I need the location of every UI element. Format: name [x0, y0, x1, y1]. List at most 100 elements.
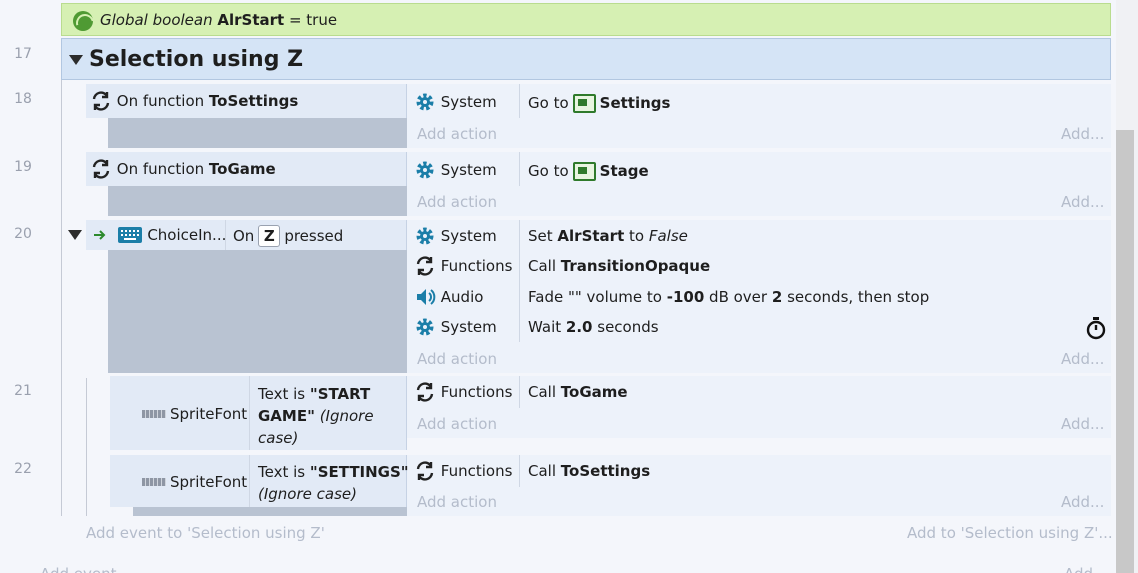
function-name: ToGame: [560, 383, 628, 401]
compare-value: "START: [309, 385, 371, 403]
action-object-functions[interactable]: Functions: [414, 377, 512, 407]
spritefont-icon: [142, 478, 166, 486]
column-divider: [249, 455, 250, 507]
line-number: 19: [14, 159, 32, 175]
action-object-functions[interactable]: Functions: [414, 251, 512, 281]
condition-key-pressed[interactable]: ChoiceIn...: [93, 220, 226, 250]
condition-text-compare[interactable]: Text is "SETTINGS" (Ignore case): [258, 461, 409, 505]
column-divider: [249, 376, 250, 450]
action-text: dB over: [709, 288, 768, 306]
column-divider: [519, 152, 520, 186]
add-event-link[interactable]: Add event: [40, 565, 117, 573]
compare-value: GAME": [258, 407, 315, 425]
condition-prefix: On function: [116, 160, 205, 178]
column-divider: [519, 220, 520, 342]
condition-object-spritefont[interactable]: SpriteFont: [142, 467, 247, 497]
variable-name: AlrStart: [557, 227, 625, 245]
action-object-system[interactable]: System: [414, 312, 497, 342]
event-actions-panel: [407, 152, 1111, 216]
speaker-icon: [417, 289, 436, 305]
add-more-link[interactable]: Add...: [1061, 415, 1105, 433]
layout-icon: [572, 161, 596, 181]
action-object-name: System: [440, 93, 497, 111]
condition-on-function[interactable]: On function ToSettings: [90, 86, 298, 116]
condition-object-name: ChoiceIn...: [147, 226, 227, 244]
condition-pressed: pressed: [284, 227, 344, 245]
action-object-system[interactable]: System: [414, 221, 497, 251]
group-title: Selection using Z: [89, 46, 304, 72]
event-condition-block[interactable]: [86, 152, 407, 186]
gear-icon: [416, 227, 434, 245]
group-guide-line: [61, 80, 62, 516]
volume-value: -100: [666, 288, 705, 306]
condition-on-function[interactable]: On function ToGame: [90, 154, 276, 184]
add-action-link[interactable]: Add action: [417, 193, 497, 211]
function-loop-icon: [92, 91, 110, 111]
condition-text-compare[interactable]: Text is "START GAME" (Ignore case): [258, 383, 374, 449]
action-object-name: Functions: [440, 462, 513, 480]
add-to-group-link[interactable]: Add to 'Selection using Z'...: [907, 524, 1113, 542]
action-object-name: Functions: [440, 257, 513, 275]
action-text: Set: [528, 227, 553, 245]
add-more-link[interactable]: Add...: [1061, 125, 1105, 143]
group-header[interactable]: Selection using Z: [61, 38, 1111, 80]
collapse-triangle-icon[interactable]: [68, 230, 82, 240]
action-call-function[interactable]: Call TransitionOpaque: [528, 251, 710, 281]
action-object-audio[interactable]: Audio: [414, 282, 483, 312]
trigger-arrow-icon: [94, 230, 106, 240]
event-actions-panel: [407, 84, 1111, 148]
condition-object-name: SpriteFont: [170, 473, 248, 491]
wait-value: 2.0: [565, 318, 593, 336]
condition-option: case): [258, 429, 299, 447]
duration-value: 2: [771, 288, 783, 306]
gear-icon: [416, 93, 434, 111]
action-call-function[interactable]: Call ToGame: [528, 377, 628, 407]
condition-option: (Ignore: [319, 407, 374, 425]
action-object-name: System: [440, 161, 497, 179]
event-condition-block[interactable]: [86, 84, 407, 118]
add-action-link[interactable]: Add action: [417, 350, 497, 368]
add-action-link[interactable]: Add action: [417, 125, 497, 143]
global-variable-row[interactable]: Global boolean AlrStart = true: [61, 3, 1111, 36]
global-variable-value: = true: [288, 10, 338, 29]
action-object-name: Functions: [440, 383, 513, 401]
add-action-link[interactable]: Add action: [417, 415, 497, 433]
compare-value: "SETTINGS": [309, 463, 409, 481]
action-text: seconds: [597, 318, 659, 336]
action-call-function[interactable]: Call ToSettings: [528, 456, 650, 486]
column-divider: [519, 84, 520, 118]
condition-object-spritefont[interactable]: SpriteFont: [142, 399, 247, 429]
scrollbar-thumb[interactable]: [1116, 130, 1134, 573]
variable-value: False: [648, 227, 688, 245]
spritefont-icon: [142, 410, 166, 418]
action-text: Call: [528, 383, 557, 401]
global-variable-name: AlrStart: [217, 10, 285, 29]
column-divider: [519, 455, 520, 487]
add-action-link[interactable]: Add action: [417, 493, 497, 511]
action-object-system[interactable]: System: [414, 87, 497, 117]
function-name: ToGame: [208, 160, 276, 178]
add-more-link[interactable]: Add...: [1061, 193, 1105, 211]
action-object-name: Audio: [440, 288, 484, 306]
action-object-name: System: [440, 227, 497, 245]
action-wait[interactable]: Wait 2.0 seconds: [528, 312, 659, 342]
action-text: Call: [528, 257, 557, 275]
add-more-link[interactable]: Add...: [1061, 493, 1105, 511]
add-more-link[interactable]: Add...: [1061, 350, 1105, 368]
keyboard-icon: [117, 227, 142, 243]
action-fade-volume[interactable]: Fade "" volume to -100 dB over 2 seconds…: [528, 282, 929, 312]
condition-option: (Ignore case): [258, 485, 357, 503]
line-number: 21: [14, 383, 32, 399]
layout-name: Settings: [599, 94, 671, 112]
action-set-variable[interactable]: Set AlrStart to False: [528, 221, 688, 251]
add-bottom-link[interactable]: Add...: [1064, 565, 1107, 573]
condition-text: Text is: [258, 463, 306, 481]
add-event-to-group-link[interactable]: Add event to 'Selection using Z': [86, 524, 325, 542]
function-name: ToSettings: [208, 92, 299, 110]
action-object-functions[interactable]: Functions: [414, 456, 512, 486]
collapse-triangle-icon[interactable]: [69, 55, 83, 65]
action-object-system[interactable]: System: [414, 155, 497, 185]
